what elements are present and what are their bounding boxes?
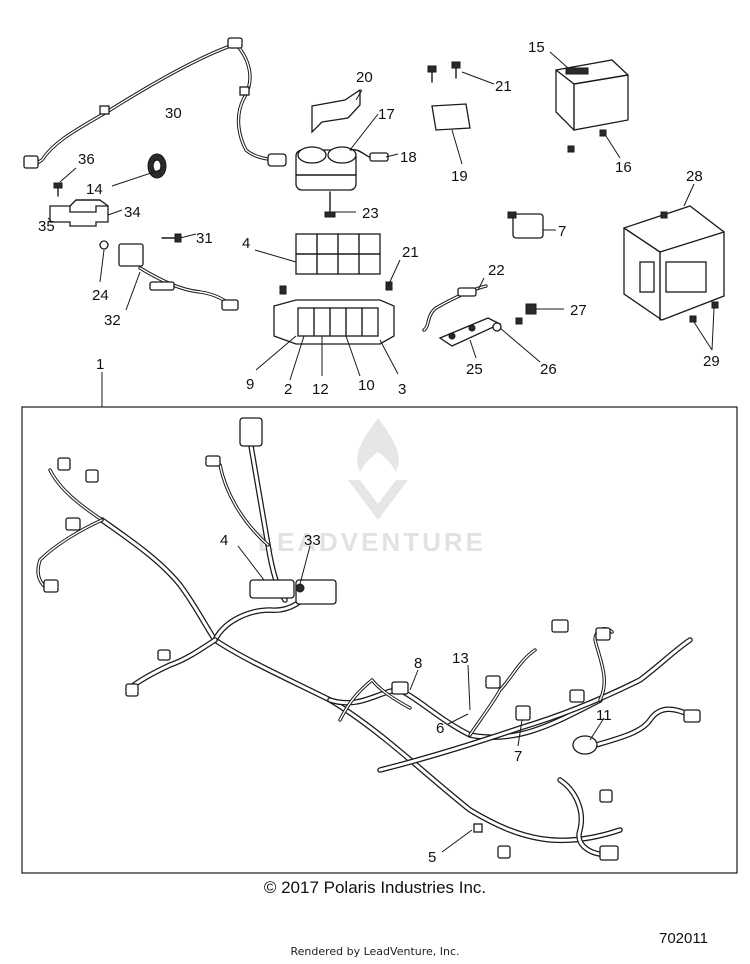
callout-21-top: 21 — [495, 78, 512, 95]
cable-22 — [422, 284, 488, 332]
callout-36: 36 — [78, 151, 95, 168]
screw-36 — [53, 182, 63, 197]
rendered-by-credit: Rendered by LeadVenture, Inc. — [290, 945, 460, 958]
callout-26: 26 — [540, 361, 557, 378]
callout-33-main: 33 — [304, 532, 321, 549]
callout-24: 24 — [92, 287, 109, 304]
callout-35: 35 — [38, 218, 55, 235]
callout-7-main: 7 — [514, 748, 522, 765]
bracket-19 — [431, 103, 471, 131]
callout-25: 25 — [466, 361, 483, 378]
fuse-box — [273, 281, 395, 345]
module-15 — [555, 59, 629, 131]
callout-21-lower: 21 — [402, 244, 419, 261]
watermark-text: LEADVENTURE — [258, 527, 486, 557]
fuse-label-4 — [295, 233, 381, 275]
screw-31 — [161, 233, 182, 243]
callout-6-main: 6 — [436, 720, 444, 737]
relay-32 — [118, 243, 239, 311]
callout-12: 12 — [312, 381, 329, 398]
callout-31: 31 — [196, 230, 213, 247]
relay-7-upper — [507, 211, 544, 239]
screws-21-top — [427, 61, 461, 83]
callout-34: 34 — [124, 204, 141, 221]
callout-2: 2 — [284, 381, 292, 398]
callout-20: 20 — [356, 69, 373, 86]
bracket-34-35 — [49, 199, 109, 227]
nut-24 — [99, 240, 109, 250]
diagram-number: 702011 — [659, 930, 708, 947]
grommet-14 — [147, 153, 167, 179]
callout-9: 9 — [246, 376, 254, 393]
callout-15: 15 — [528, 39, 545, 56]
screw-23 — [324, 191, 336, 218]
callout-7: 7 — [558, 223, 566, 240]
callout-5-main: 5 — [428, 849, 436, 866]
callout-labels: 1 2 3 4 7 9 10 12 14 15 16 17 18 19 20 2… — [38, 39, 720, 866]
callout-14: 14 — [86, 181, 103, 198]
callout-16: 16 — [615, 159, 632, 176]
callout-30: 30 — [165, 105, 182, 122]
callout-1: 1 — [96, 356, 104, 373]
nut-27 — [515, 303, 537, 325]
washer-26 — [492, 322, 502, 332]
callout-29: 29 — [703, 353, 720, 370]
callout-27: 27 — [570, 302, 587, 319]
callout-13-main: 13 — [452, 650, 469, 667]
callout-8-main: 8 — [414, 655, 422, 672]
leadventure-watermark: LEADVENTURE — [258, 418, 486, 557]
callout-22: 22 — [488, 262, 505, 279]
callout-32: 32 — [104, 312, 121, 329]
bracket-20 — [311, 88, 361, 134]
callout-3: 3 — [398, 381, 406, 398]
callout-10: 10 — [358, 377, 375, 394]
bracket-25 — [438, 317, 502, 347]
screws-16 — [567, 129, 607, 153]
leader-lines — [47, 51, 715, 853]
main-harness-frame — [21, 406, 738, 874]
callout-18: 18 — [400, 149, 417, 166]
callout-4-main: 4 — [220, 532, 228, 549]
copyright-notice: © 2017 Polaris Industries Inc. — [263, 878, 487, 897]
callout-11-main: 11 — [596, 707, 612, 724]
coil-17 — [295, 146, 357, 191]
callout-17: 17 — [378, 106, 395, 123]
callout-28: 28 — [686, 168, 703, 185]
screws-29 — [660, 211, 719, 323]
callout-4: 4 — [242, 235, 250, 252]
callout-23: 23 — [362, 205, 379, 222]
callout-19: 19 — [451, 168, 468, 185]
ecu-28 — [623, 205, 725, 321]
harness-30 — [23, 37, 287, 169]
main-harness — [36, 417, 701, 861]
